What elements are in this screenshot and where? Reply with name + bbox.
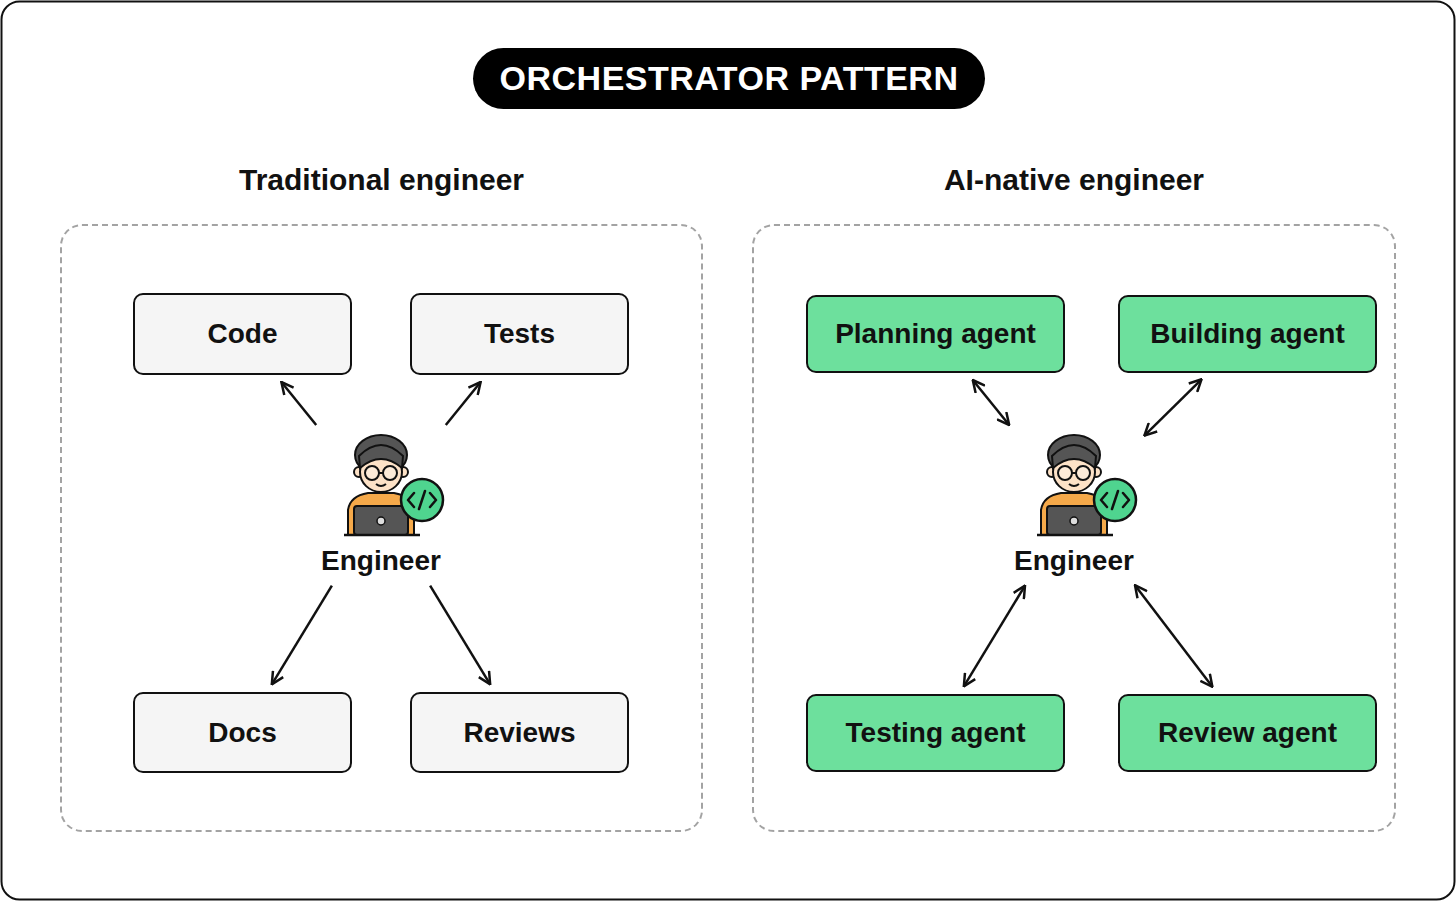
engineer-node: Engineer (317, 432, 445, 578)
connector-arrow (964, 586, 1025, 687)
engineer-icon (344, 435, 443, 535)
task-box: Reviews (410, 692, 629, 773)
task-box: Docs (133, 692, 352, 773)
node-label: Building agent (1150, 318, 1344, 350)
node-label: Docs (208, 717, 276, 749)
group-heading: AI-native engineer (752, 158, 1396, 202)
agent-box: Review agent (1118, 694, 1377, 772)
node-label: Reviews (463, 717, 575, 749)
connector-arrow (1135, 585, 1212, 687)
node-label: Engineer (321, 544, 441, 578)
agent-box: Testing agent (806, 694, 1065, 772)
connector-arrow (430, 586, 490, 685)
connector-arrow (446, 382, 481, 425)
node-label: Tests (484, 318, 555, 350)
group-panel: Traditional engineerCode TestsEngineerDoc… (60, 150, 703, 832)
node-label: Testing agent (846, 717, 1026, 749)
group-panel: AI-native engineerPlanning agent Building… (752, 150, 1396, 832)
connector-arrow (281, 382, 316, 425)
connector-arrow (973, 380, 1009, 425)
connector-arrow (272, 586, 332, 685)
node-label: Review agent (1158, 717, 1337, 749)
agent-box: Building agent (1118, 295, 1377, 373)
title-text: ORCHESTRATOR PATTERN (473, 48, 985, 109)
engineer-icon (1037, 435, 1136, 535)
node-label: Engineer (1014, 544, 1134, 578)
node-label: Planning agent (835, 318, 1036, 350)
node-label: Code (208, 318, 278, 350)
group-heading: Traditional engineer (60, 158, 703, 202)
task-box: Tests (410, 293, 629, 375)
title-pill (473, 48, 985, 109)
connector-arrow (1144, 379, 1201, 435)
agent-box: Planning agent (806, 295, 1065, 373)
task-box: Code (133, 293, 352, 375)
engineer-node: Engineer (1010, 432, 1138, 578)
